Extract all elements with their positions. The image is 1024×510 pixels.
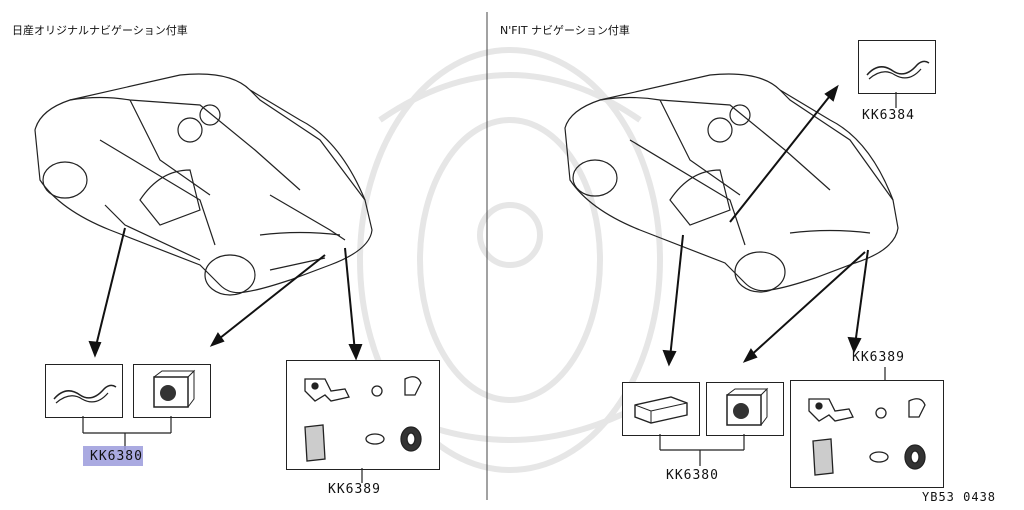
right-camera-part-box	[706, 382, 784, 436]
left-bracket-kit-label: KK6389	[328, 482, 381, 497]
module-part-box	[622, 382, 700, 436]
right-cable-label: KK6384	[862, 108, 915, 123]
left-section-title: 日産オリジナルナビゲーション付車	[12, 24, 188, 37]
right-section-title: N'FIT ナビゲーション付車	[500, 24, 630, 37]
camera-icon	[153, 369, 196, 408]
right-bracket-kit-label: KK6389	[852, 350, 905, 365]
cable-icon	[53, 384, 117, 404]
module-icon	[634, 396, 688, 424]
bracket-parts-icon	[808, 398, 926, 476]
left-arrow-1	[94, 227, 126, 351]
right-kit-label: KK6380	[666, 468, 719, 483]
figure-code: YB53 0438	[922, 490, 997, 504]
cable-icon	[866, 60, 930, 80]
bracket-kit-box-right	[790, 380, 944, 488]
highlight-marker	[83, 446, 143, 466]
bracket-parts-icon	[304, 376, 422, 462]
bracket-kit-box-left	[286, 360, 440, 470]
left-kit-label: KK6380	[90, 449, 143, 464]
cable-part-box	[45, 364, 123, 418]
camera-icon	[726, 387, 769, 426]
camera-part-box	[133, 364, 211, 418]
right-cable-part-box	[858, 40, 936, 94]
